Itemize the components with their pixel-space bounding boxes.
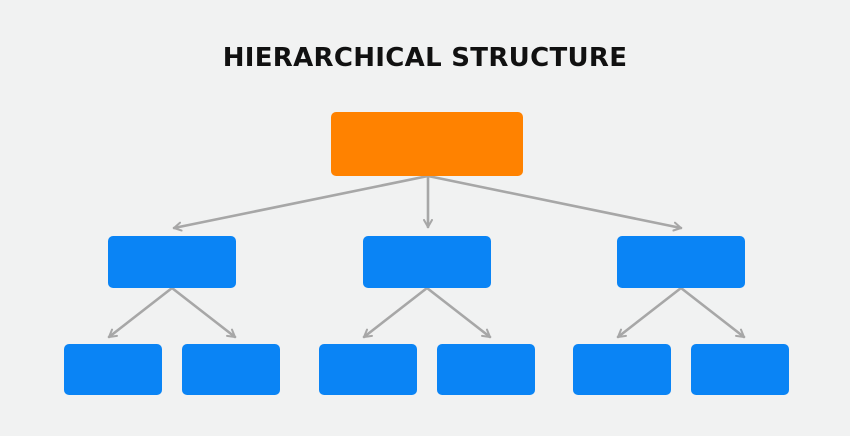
connector-level1-2-to-level2-1: [362, 286, 429, 339]
root-node: [331, 112, 523, 176]
level1-node-1: [108, 236, 236, 288]
connector-root-to-level1-1: [172, 174, 430, 232]
level1-node-2: [363, 236, 491, 288]
connector-group: [107, 174, 746, 339]
connector-level1-3-to-level2-1: [616, 286, 683, 339]
level1-node-3: [617, 236, 745, 288]
level2-node-1-2: [182, 344, 280, 395]
connector-level1-1-to-level2-2: [170, 286, 237, 339]
diagram-title: HIERARCHICAL STRUCTURE: [222, 43, 628, 73]
level2-node-2-2: [437, 344, 535, 395]
connector-level1-1-to-level2-1: [107, 286, 174, 339]
level2-node-2-1: [319, 344, 417, 395]
level2-node-1-1: [64, 344, 162, 395]
level2-node-3-2: [691, 344, 789, 395]
connector-root-to-level1-3: [426, 174, 683, 232]
connector-level1-2-to-level2-2: [425, 286, 492, 339]
node-group: [64, 112, 789, 395]
level2-node-3-1: [573, 344, 671, 395]
connector-level1-3-to-level2-2: [679, 286, 746, 339]
